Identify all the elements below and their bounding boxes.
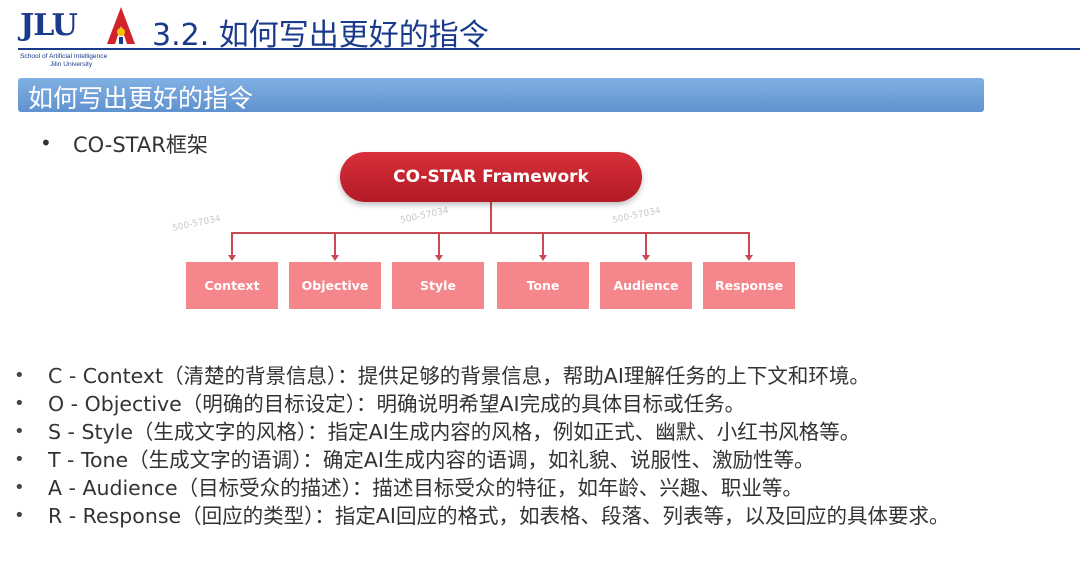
- bullet-dot: •: [14, 477, 25, 498]
- list-item: • A - Audience（目标受众的描述）：描述目标受众的特征，如年龄、兴趣、…: [14, 474, 1064, 502]
- logo-sub-line1: School of Artificial Intelligence: [20, 53, 108, 60]
- bullet-dot: •: [14, 421, 25, 442]
- framework-root-node: CO-STAR Framework: [340, 152, 642, 202]
- arrow-down-icon: [228, 255, 236, 261]
- bullet-dot: •: [40, 131, 52, 155]
- list-item: • R - Response（回应的类型）：指定AI回应的格式，如表格、段落、列表…: [14, 502, 1064, 530]
- bullet-dot: •: [14, 505, 25, 526]
- watermark: 500-57034: [611, 206, 662, 226]
- page-title: 3.2. 如何写出更好的指令: [152, 18, 489, 53]
- node-audience: Audience: [600, 262, 692, 309]
- connector-bar: [231, 232, 749, 234]
- costar-diagram: 500-57034 500-57034 500-57034 CO-STAR Fr…: [160, 145, 820, 320]
- costar-definition-list: • C - Context（清楚的背景信息）：提供足够的背景信息，帮助AI理解任务…: [14, 362, 1064, 530]
- list-item-text: T - Tone（生成文字的语调）：确定AI生成内容的语调，如礼貌、说服性、激励…: [48, 448, 815, 472]
- arrow-down-icon: [642, 255, 650, 261]
- list-item-text: C - Context（清楚的背景信息）：提供足够的背景信息，帮助AI理解任务的…: [48, 364, 870, 388]
- connector-drop: [542, 232, 544, 256]
- list-item-text: S - Style（生成文字的风格）：指定AI生成内容的风格，例如正式、幽默、小…: [48, 420, 861, 444]
- list-item: • T - Tone（生成文字的语调）：确定AI生成内容的语调，如礼貌、说服性、激…: [14, 446, 1064, 474]
- connector-trunk: [490, 202, 492, 233]
- logo-subtitle: School of Artificial Intelligence Jilin …: [20, 53, 144, 69]
- list-item: • O - Objective（明确的目标设定）：明确说明希望AI完成的具体目标或…: [14, 390, 1064, 418]
- connector-drop: [438, 232, 440, 256]
- watermark: 500-57034: [171, 214, 222, 234]
- list-item: • C - Context（清楚的背景信息）：提供足够的背景信息，帮助AI理解任务…: [14, 362, 1064, 390]
- logo-emblem-icon: [107, 7, 135, 44]
- connector-drop: [334, 232, 336, 256]
- connector-drop: [748, 232, 750, 256]
- node-tone: Tone: [497, 262, 589, 309]
- jlu-logo: JLU School of Artificial Intelligence Ji…: [18, 4, 136, 70]
- connector-drop: [645, 232, 647, 256]
- costar-heading: CO-STAR框架: [73, 133, 208, 157]
- list-item-text: R - Response（回应的类型）：指定AI回应的格式，如表格、段落、列表等…: [48, 504, 950, 528]
- list-item-text: O - Objective（明确的目标设定）：明确说明希望AI完成的具体目标或任…: [48, 392, 746, 416]
- section-header: 如何写出更好的指令: [18, 78, 984, 113]
- bullet-dot: •: [14, 449, 25, 470]
- logo-wordmark: JLU: [20, 8, 78, 43]
- logo-sub-line2: Jilin University: [50, 61, 93, 68]
- arrow-down-icon: [435, 255, 443, 261]
- node-response: Response: [703, 262, 795, 309]
- arrow-down-icon: [745, 255, 753, 261]
- connector-drop: [231, 232, 233, 256]
- bullet-dot: •: [14, 393, 25, 414]
- list-item-text: A - Audience（目标受众的描述）：描述目标受众的特征，如年龄、兴趣、职…: [48, 476, 803, 500]
- section-title: 如何写出更好的指令: [28, 84, 254, 113]
- bullet-dot: •: [14, 365, 25, 386]
- arrow-down-icon: [539, 255, 547, 261]
- watermark: 500-57034: [399, 206, 450, 226]
- node-context: Context: [186, 262, 278, 309]
- arrow-down-icon: [331, 255, 339, 261]
- node-objective: Objective: [289, 262, 381, 309]
- list-item: • S - Style（生成文字的风格）：指定AI生成内容的风格，例如正式、幽默、…: [14, 418, 1064, 446]
- node-style: Style: [392, 262, 484, 309]
- title-divider: [18, 48, 1080, 50]
